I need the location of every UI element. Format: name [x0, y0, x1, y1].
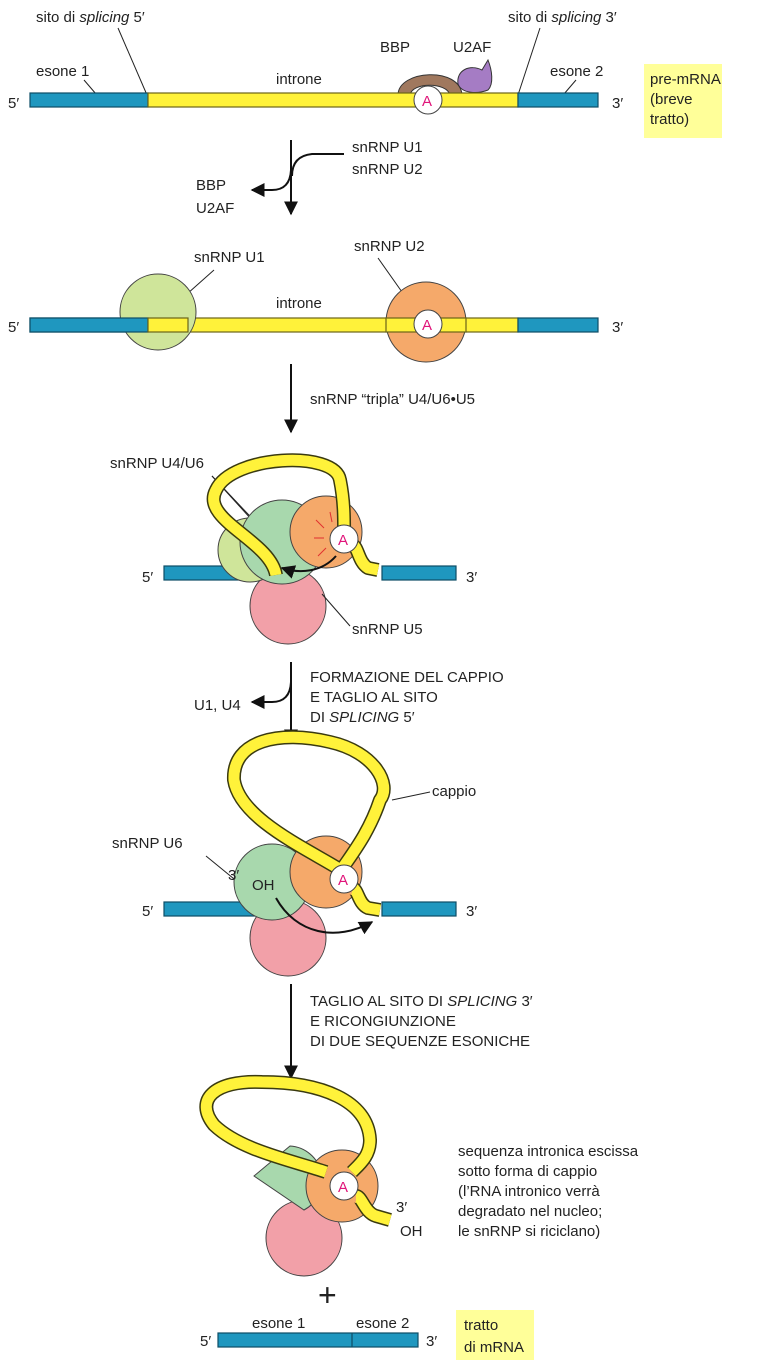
lariat-desc-2: sotto forma di cappio [458, 1163, 597, 1180]
five-prime-end-4: 5′ [142, 903, 153, 920]
row-3: snRNP U4/U6 5′ 3′ A snRNP U5 [110, 455, 477, 644]
exon-2 [518, 93, 598, 107]
three-prime-5: 3′ [396, 1199, 407, 1216]
intron-bar [148, 93, 518, 107]
exon2-label: esone 2 [550, 63, 603, 80]
row-5: A 3′ OH sequenza intronica escissa sotto… [206, 1082, 638, 1276]
step-1-in-2: snRNP U2 [352, 161, 423, 178]
bbp-label: BBP [380, 39, 410, 56]
u5-label: snRNP U5 [352, 621, 423, 638]
five-prime-end-2: 5′ [8, 319, 19, 336]
mrna-box-line-1: tratto [464, 1317, 498, 1334]
u6-label: snRNP U6 [112, 835, 183, 852]
cappio-label: cappio [432, 783, 476, 800]
mrna-three-prime: 3′ [426, 1333, 437, 1350]
svg-text:A: A [338, 872, 348, 889]
u46-label: snRNP U4/U6 [110, 455, 204, 472]
three-prime-4-small: 3′ [228, 867, 239, 884]
mrna-product: + esone 1 esone 2 5′ 3′ tratto di mRNA [200, 1277, 534, 1360]
step-4-line-1: TAGLIO AL SITO DI SPLICING 3′ [310, 993, 533, 1010]
intron-label: introne [276, 71, 322, 88]
step-1-out-1: BBP [196, 177, 226, 194]
step-3: U1, U4 FORMAZIONE DEL CAPPIO E TAGLIO AL… [194, 662, 504, 742]
plus-sign: + [318, 1277, 337, 1313]
mrna-exon1-label: esone 1 [252, 1315, 305, 1332]
lariat-desc-3: (l’RNA intronico verrà [458, 1183, 600, 1200]
u2-label: snRNP U2 [354, 238, 425, 255]
step-3-line-2: E TAGLIO AL SITO [310, 689, 438, 706]
splice-site-5-label: sito di splicing 5′ [36, 9, 145, 26]
mrna-five-prime: 5′ [200, 1333, 211, 1350]
mrna-bar [218, 1333, 418, 1347]
intron-label-2: introne [276, 295, 322, 312]
step-3-line-3: DI SPLICING 5′ [310, 709, 415, 726]
row-4: snRNP U6 cappio 5′ 3′ A 3′ OH [112, 737, 477, 976]
five-prime-end: 5′ [8, 95, 19, 112]
step-3-out: U1, U4 [194, 697, 241, 714]
svg-text:A: A [422, 317, 432, 334]
lariat-desc-4: degradato nel nucleo; [458, 1203, 602, 1220]
lariat-desc-1: sequenza intronica escissa [458, 1143, 639, 1160]
svg-text:A: A [338, 1179, 348, 1196]
step-3-line-1: FORMAZIONE DEL CAPPIO [310, 669, 504, 686]
snrnp-u1 [120, 274, 196, 350]
lariat-desc-5: le snRNP si riciclano) [458, 1223, 600, 1240]
pre-mrna-panel: sito di splicing 5′ sito di splicing 3′ … [8, 9, 722, 138]
step-1-out-2: U2AF [196, 200, 234, 217]
u1-label: snRNP U1 [194, 249, 265, 266]
step-4: TAGLIO AL SITO DI SPLICING 3′ E RICONGIU… [291, 984, 533, 1078]
three-prime-end-2: 3′ [612, 319, 623, 336]
oh-label-4: OH [252, 877, 275, 894]
step-2: snRNP “tripla” U4/U6•U5 [291, 364, 475, 432]
u2af-protein [458, 60, 492, 92]
splice-site-3-label: sito di splicing 3′ [508, 9, 617, 26]
mrna-box-line-2: di mRNA [464, 1339, 524, 1356]
oh-label-5: OH [400, 1223, 423, 1240]
u2af-label: U2AF [453, 39, 491, 56]
step-2-label: snRNP “tripla” U4/U6•U5 [310, 391, 475, 408]
mrna-exon2-label: esone 2 [356, 1315, 409, 1332]
pre-mrna-line-1: pre-mRNA [650, 71, 721, 88]
step-1-in-1: snRNP U1 [352, 139, 423, 156]
exon1-label: esone 1 [36, 63, 89, 80]
row-2: snRNP U1 snRNP U2 introne 5′ 3′ A [8, 238, 623, 362]
pre-mrna-line-2: (breve [650, 91, 693, 108]
step-1: snRNP U1 snRNP U2 BBP U2AF [196, 139, 423, 217]
three-prime-end-4: 3′ [466, 903, 477, 920]
branch-a-label: A [422, 93, 432, 110]
three-prime-end: 3′ [612, 95, 623, 112]
step-4-line-2: E RICONGIUNZIONE [310, 1013, 456, 1030]
step-4-line-3: DI DUE SEQUENZE ESONICHE [310, 1033, 530, 1050]
exon-1 [30, 93, 148, 107]
svg-text:A: A [338, 532, 348, 549]
three-prime-end-3: 3′ [466, 569, 477, 586]
five-prime-end-3: 5′ [142, 569, 153, 586]
pre-mrna-line-3: tratto) [650, 111, 689, 128]
